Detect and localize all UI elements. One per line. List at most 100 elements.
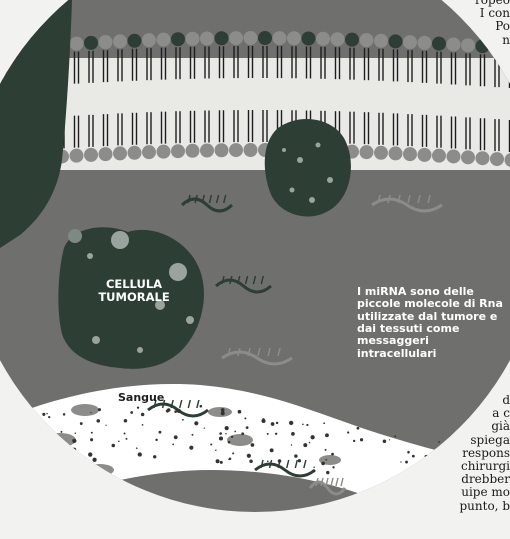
blood-particle bbox=[311, 435, 315, 439]
blood-particle bbox=[90, 412, 91, 413]
blood-particle bbox=[105, 425, 106, 426]
blood-particle bbox=[306, 424, 308, 426]
blood-particle bbox=[332, 466, 334, 468]
blood-particle bbox=[151, 407, 152, 408]
blood-particle bbox=[251, 443, 255, 447]
membrane-head bbox=[215, 143, 229, 157]
membrane-head bbox=[229, 31, 243, 45]
blood-particle bbox=[407, 451, 410, 454]
blood-particle bbox=[246, 426, 249, 429]
blood-particle bbox=[70, 455, 71, 456]
membrane-head bbox=[490, 152, 504, 166]
blood-particle bbox=[69, 457, 71, 459]
membrane-head bbox=[200, 143, 214, 157]
blood-particle bbox=[138, 452, 142, 456]
blood-particle bbox=[225, 433, 226, 434]
blood-particle bbox=[298, 459, 301, 462]
membrane-head bbox=[389, 146, 403, 160]
blood-particle bbox=[33, 433, 37, 437]
blood-particle bbox=[267, 433, 269, 435]
membrane-head bbox=[70, 37, 84, 51]
membrane-head bbox=[316, 32, 330, 46]
blood-particle bbox=[407, 474, 409, 476]
membrane-head bbox=[84, 148, 98, 162]
blood-particle bbox=[331, 453, 334, 456]
blood-particle bbox=[91, 432, 93, 434]
blood-particle bbox=[309, 442, 311, 444]
blood-particle bbox=[60, 431, 62, 433]
membrane-head bbox=[0, 41, 11, 55]
blood-particle bbox=[347, 431, 349, 433]
membrane-head bbox=[418, 36, 432, 50]
blood-particle bbox=[291, 444, 292, 445]
blood-particle bbox=[118, 440, 120, 442]
membrane-head bbox=[360, 33, 374, 47]
blood-particle bbox=[270, 448, 274, 452]
membrane-head bbox=[70, 149, 84, 163]
blood-particle bbox=[191, 434, 193, 436]
blood-particle bbox=[244, 417, 246, 419]
blood-particle bbox=[321, 462, 325, 466]
blood-particle bbox=[219, 436, 223, 440]
blood-particle bbox=[174, 410, 177, 413]
blood-particle bbox=[415, 464, 419, 468]
blood-particle bbox=[278, 459, 282, 463]
blood-particle bbox=[249, 460, 253, 464]
blood-particle bbox=[225, 426, 229, 430]
blood-particle bbox=[159, 431, 162, 434]
membrane-head bbox=[432, 37, 446, 51]
membrane-head bbox=[302, 31, 316, 45]
blood-particle bbox=[425, 455, 429, 459]
magazine-text-bottom: d a c già spiega respons chirurgi drebbe… bbox=[460, 394, 510, 513]
blood-particle bbox=[389, 439, 390, 440]
blood-particle bbox=[98, 408, 101, 411]
blood-particle bbox=[11, 443, 13, 445]
blood-particle bbox=[434, 456, 438, 460]
blood-particle bbox=[32, 426, 36, 430]
blood-particle bbox=[267, 460, 269, 462]
blood-particle bbox=[20, 447, 23, 450]
membrane-head bbox=[244, 31, 258, 45]
blood-particle bbox=[383, 439, 387, 443]
blood-particle bbox=[72, 439, 76, 443]
membrane-head bbox=[99, 35, 113, 49]
blood-particle bbox=[80, 422, 83, 425]
membrane-head bbox=[476, 151, 490, 165]
blood-particle bbox=[228, 441, 231, 444]
blood-particle bbox=[241, 432, 244, 435]
blood-particle bbox=[124, 419, 128, 423]
blood-particle bbox=[238, 410, 242, 414]
membrane-head bbox=[418, 148, 432, 162]
blood-label: Sangue bbox=[118, 392, 164, 404]
membrane-head bbox=[273, 31, 287, 45]
blood-particle bbox=[271, 422, 275, 426]
membrane-head bbox=[374, 146, 388, 160]
blood-particle bbox=[228, 459, 230, 461]
blood-particle bbox=[450, 481, 453, 484]
membrane-head bbox=[360, 145, 374, 159]
blood-particle bbox=[67, 460, 69, 462]
blood-particle bbox=[394, 435, 396, 437]
blood-particle bbox=[325, 433, 329, 437]
membrane-head bbox=[389, 34, 403, 48]
blood-particle bbox=[36, 435, 39, 438]
blood-particle bbox=[210, 443, 212, 445]
blood-particle bbox=[204, 427, 205, 428]
blood-particle bbox=[136, 447, 138, 449]
membrane-head bbox=[461, 38, 475, 52]
blood-particle bbox=[303, 443, 307, 447]
membrane-head bbox=[186, 144, 200, 158]
blood-particle bbox=[174, 435, 178, 439]
blood-particle bbox=[9, 434, 10, 435]
membrane-head bbox=[113, 34, 127, 48]
blood-particle bbox=[294, 454, 297, 457]
blood-particle bbox=[46, 413, 47, 414]
membrane-head bbox=[157, 33, 171, 47]
blood-particle bbox=[137, 407, 139, 409]
blood-particle bbox=[220, 461, 223, 464]
membrane-head bbox=[99, 147, 113, 161]
blood-particle bbox=[291, 432, 295, 436]
membrane-head bbox=[186, 32, 200, 46]
membrane-head bbox=[331, 32, 345, 46]
